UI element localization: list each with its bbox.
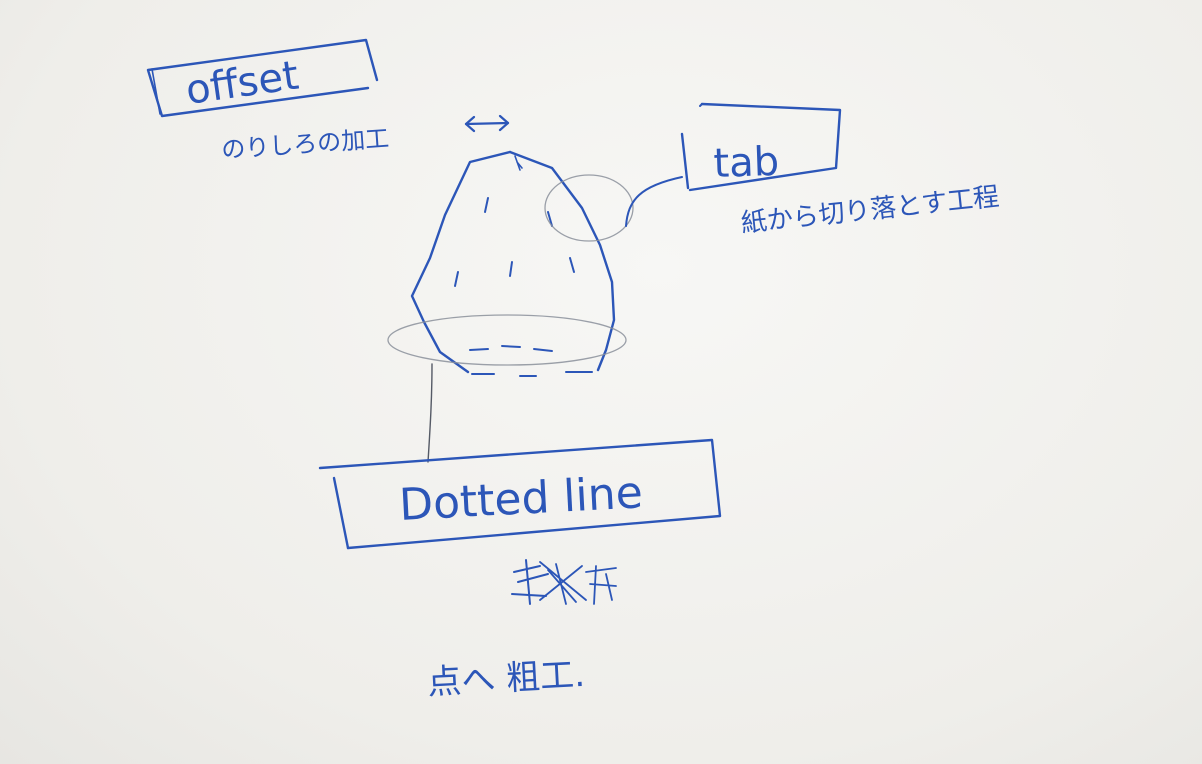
dotted-line-label: Dotted line <box>398 467 644 531</box>
scribbled-out-text <box>511 559 617 605</box>
tab-box: tab <box>680 102 842 192</box>
offset-box: offset <box>146 38 379 118</box>
tab-label: tab <box>713 139 780 187</box>
dotted-line-note: 点へ 粗工. <box>426 655 586 703</box>
cone-shape <box>410 150 616 377</box>
dotted-line-highlight <box>387 314 627 366</box>
tab-note: 紙から切り落とす工程 <box>740 182 1001 239</box>
offset-note: のりしろの加工 <box>220 124 390 164</box>
dotted-leader-line <box>427 363 433 463</box>
double-arrow-icon <box>464 114 510 133</box>
tab-highlight <box>544 174 634 242</box>
dotted-line-box: Dotted line <box>318 438 722 550</box>
tab-leader-line <box>625 176 683 227</box>
fold-dashes <box>454 197 593 377</box>
